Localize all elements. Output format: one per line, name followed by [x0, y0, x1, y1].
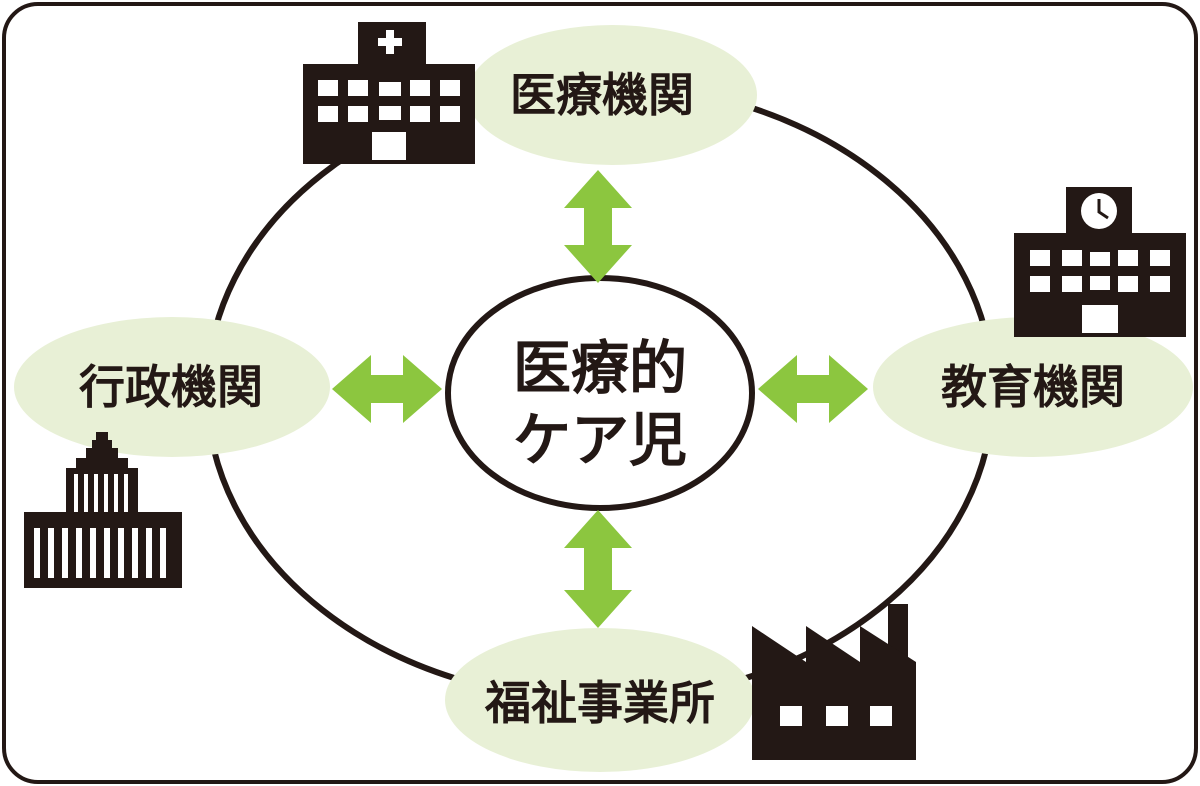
arrow-bottom	[564, 510, 632, 628]
node-label-admin: 行政機関	[79, 360, 263, 414]
node-bg-admin	[14, 317, 330, 457]
school-icon	[1014, 187, 1186, 337]
node-label-education: 教育機関	[941, 360, 1125, 414]
node-bg-medical	[467, 25, 757, 165]
node-label-medical: 医療機関	[510, 68, 694, 122]
factory-icon	[752, 604, 916, 760]
node-bg-welfare	[445, 628, 755, 772]
arrow-top	[564, 170, 632, 283]
hospital-icon	[303, 22, 475, 164]
arrow-right	[758, 355, 868, 423]
node-label-welfare: 福祉事業所	[485, 676, 715, 730]
government-building-icon	[24, 432, 182, 588]
center-label-line1: 医療的	[512, 334, 687, 402]
center-label-line2: ケア児	[512, 406, 687, 474]
center-label: 医療的 ケア児	[450, 332, 750, 476]
arrow-left	[332, 355, 442, 423]
node-bg-education	[873, 317, 1193, 457]
